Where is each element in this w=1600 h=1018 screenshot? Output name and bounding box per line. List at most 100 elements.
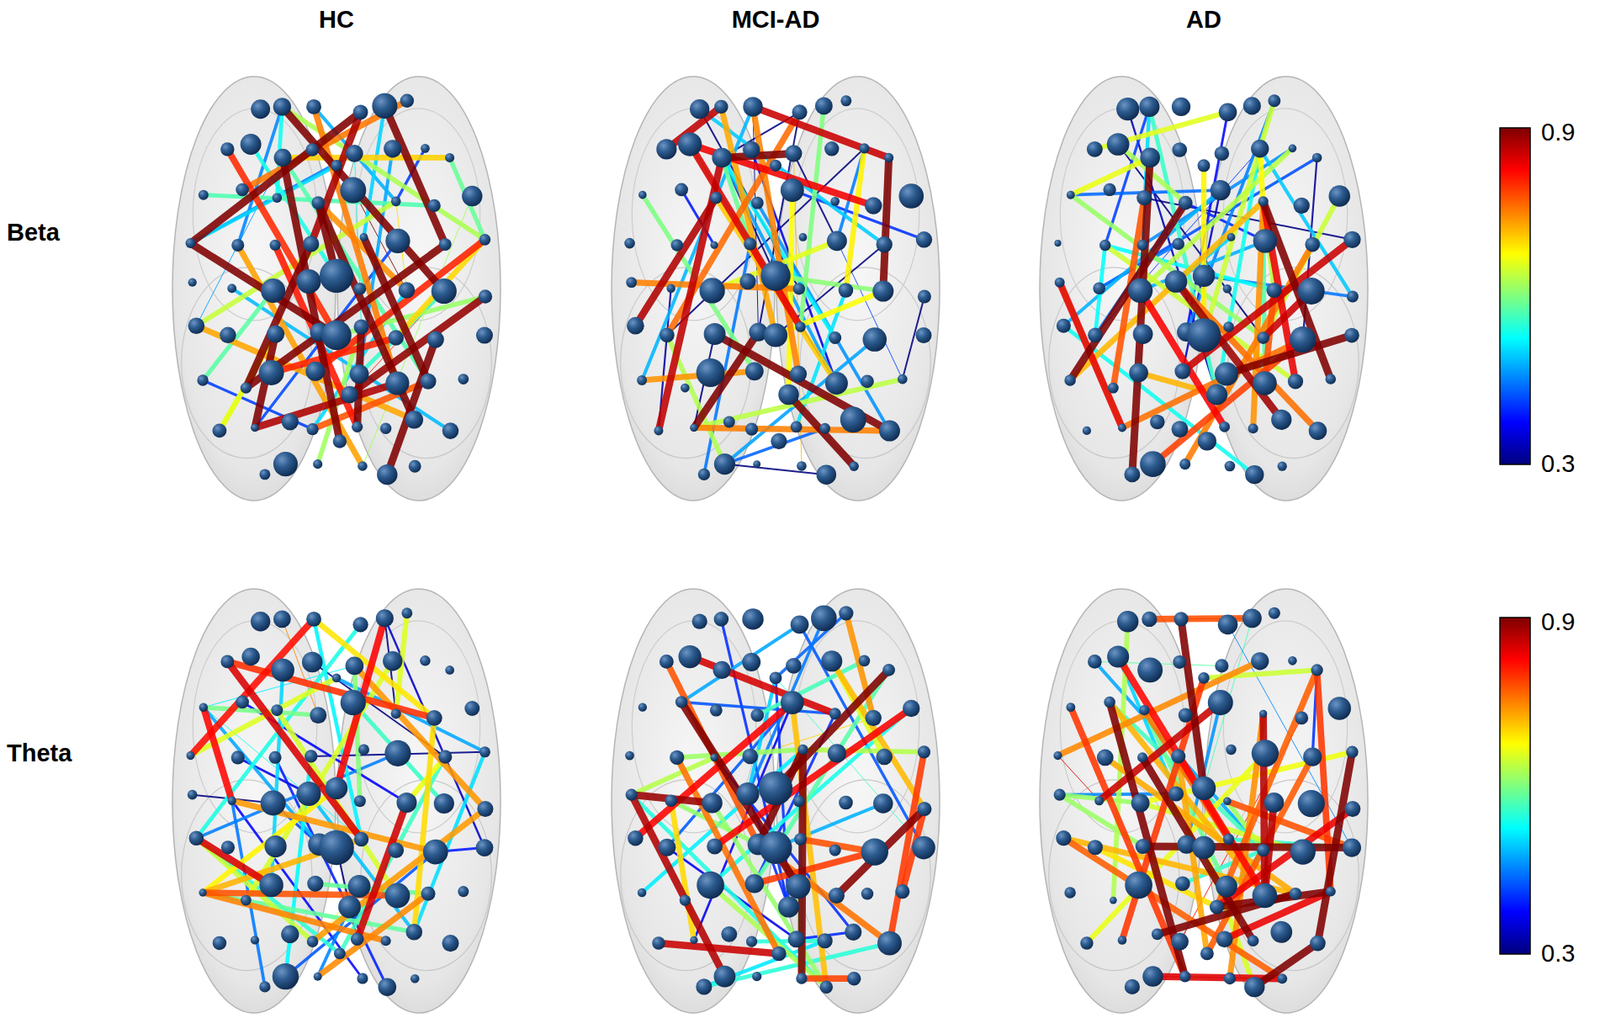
region-sphere bbox=[1151, 928, 1164, 941]
region-sphere bbox=[439, 238, 452, 251]
region-sphere bbox=[898, 183, 924, 209]
brain-hemisphere bbox=[1204, 588, 1368, 1013]
region-sphere bbox=[420, 143, 430, 154]
region-sphere bbox=[260, 789, 287, 816]
region-sphere bbox=[264, 835, 287, 858]
region-sphere bbox=[829, 844, 842, 857]
region-sphere bbox=[360, 233, 369, 242]
region-sphere bbox=[1298, 789, 1325, 817]
region-sphere bbox=[758, 771, 793, 806]
region-sphere bbox=[1214, 362, 1239, 387]
region-sphere bbox=[348, 874, 371, 898]
region-sphere bbox=[1174, 363, 1191, 380]
region-sphere bbox=[260, 278, 286, 303]
region-sphere bbox=[1124, 871, 1153, 900]
connection-line bbox=[203, 707, 233, 801]
connection-line bbox=[631, 794, 726, 977]
region-sphere bbox=[838, 605, 853, 620]
region-sphere bbox=[876, 236, 893, 253]
region-sphere bbox=[318, 830, 355, 866]
region-sphere bbox=[351, 421, 363, 433]
region-sphere bbox=[1215, 875, 1238, 898]
region-sphere bbox=[911, 836, 936, 860]
region-sphere bbox=[1253, 228, 1277, 253]
region-sphere bbox=[824, 141, 839, 156]
region-sphere bbox=[419, 655, 431, 667]
region-sphere bbox=[657, 838, 676, 857]
region-sphere bbox=[879, 420, 901, 442]
region-sphere bbox=[219, 327, 236, 344]
region-sphere bbox=[742, 141, 760, 159]
region-sphere bbox=[745, 874, 765, 894]
region-group bbox=[1053, 607, 1362, 998]
region-sphere bbox=[651, 936, 665, 949]
region-sphere bbox=[784, 144, 802, 162]
region-sphere bbox=[1137, 656, 1163, 683]
region-sphere bbox=[815, 96, 833, 115]
connection-group bbox=[1059, 100, 1353, 475]
region-sphere bbox=[827, 743, 847, 763]
region-sphere bbox=[1343, 231, 1361, 249]
region-sphere bbox=[1107, 645, 1129, 668]
region-sphere bbox=[793, 282, 806, 295]
region-sphere bbox=[1242, 608, 1262, 628]
region-sphere bbox=[675, 695, 688, 708]
connection-line bbox=[631, 794, 827, 988]
region-sphere bbox=[1277, 461, 1288, 472]
region-sphere bbox=[438, 749, 452, 763]
region-sphere bbox=[778, 384, 800, 406]
region-sphere bbox=[625, 276, 637, 288]
region-sphere bbox=[1287, 373, 1304, 389]
region-sphere bbox=[714, 965, 737, 988]
region-sphere bbox=[625, 751, 635, 761]
region-sphere bbox=[1276, 973, 1288, 984]
region-sphere bbox=[736, 782, 759, 806]
region-sphere bbox=[1056, 318, 1071, 334]
region-sphere bbox=[706, 838, 723, 855]
brain-panel bbox=[172, 588, 501, 1013]
connection-line bbox=[354, 665, 486, 809]
region-sphere bbox=[357, 460, 368, 472]
region-sphere bbox=[250, 935, 260, 944]
connection-line bbox=[689, 656, 836, 715]
region-sphere bbox=[723, 415, 736, 428]
region-sphere bbox=[427, 330, 445, 348]
region-sphere bbox=[1216, 930, 1234, 948]
region-sphere bbox=[240, 895, 252, 906]
region-sphere bbox=[1270, 921, 1293, 944]
region-sphere bbox=[250, 611, 271, 631]
region-sphere bbox=[1170, 748, 1186, 763]
region-sphere bbox=[307, 935, 319, 948]
region-sphere bbox=[354, 831, 369, 847]
region-sphere bbox=[198, 190, 209, 201]
region-sphere bbox=[794, 832, 807, 846]
region-sphere bbox=[882, 663, 896, 677]
region-sphere bbox=[1087, 654, 1102, 669]
region-sphere bbox=[714, 611, 730, 627]
connection-line bbox=[245, 244, 446, 389]
region-sphere bbox=[1289, 887, 1303, 901]
region-sphere bbox=[272, 192, 283, 203]
region-sphere bbox=[231, 750, 245, 764]
region-sphere bbox=[358, 743, 370, 755]
region-sphere bbox=[270, 704, 283, 716]
connection-line bbox=[1181, 619, 1204, 789]
region-sphere bbox=[1087, 839, 1103, 855]
region-sphere bbox=[1218, 421, 1230, 433]
region-sphere bbox=[817, 932, 833, 949]
region-sphere bbox=[741, 608, 763, 630]
connection-line bbox=[1176, 281, 1282, 420]
region-sphere bbox=[305, 361, 325, 382]
connection-line bbox=[658, 943, 779, 954]
region-sphere bbox=[741, 748, 758, 765]
region-sphere bbox=[916, 231, 933, 248]
region-sphere bbox=[1247, 934, 1260, 947]
region-sphere bbox=[826, 230, 848, 251]
region-sphere bbox=[790, 420, 803, 433]
region-sphere bbox=[847, 971, 861, 986]
scale-tick: 0.3 bbox=[1541, 939, 1575, 968]
region-sphere bbox=[709, 191, 722, 204]
region-sphere bbox=[476, 327, 493, 345]
region-sphere bbox=[1171, 420, 1189, 438]
region-sphere bbox=[385, 228, 410, 254]
